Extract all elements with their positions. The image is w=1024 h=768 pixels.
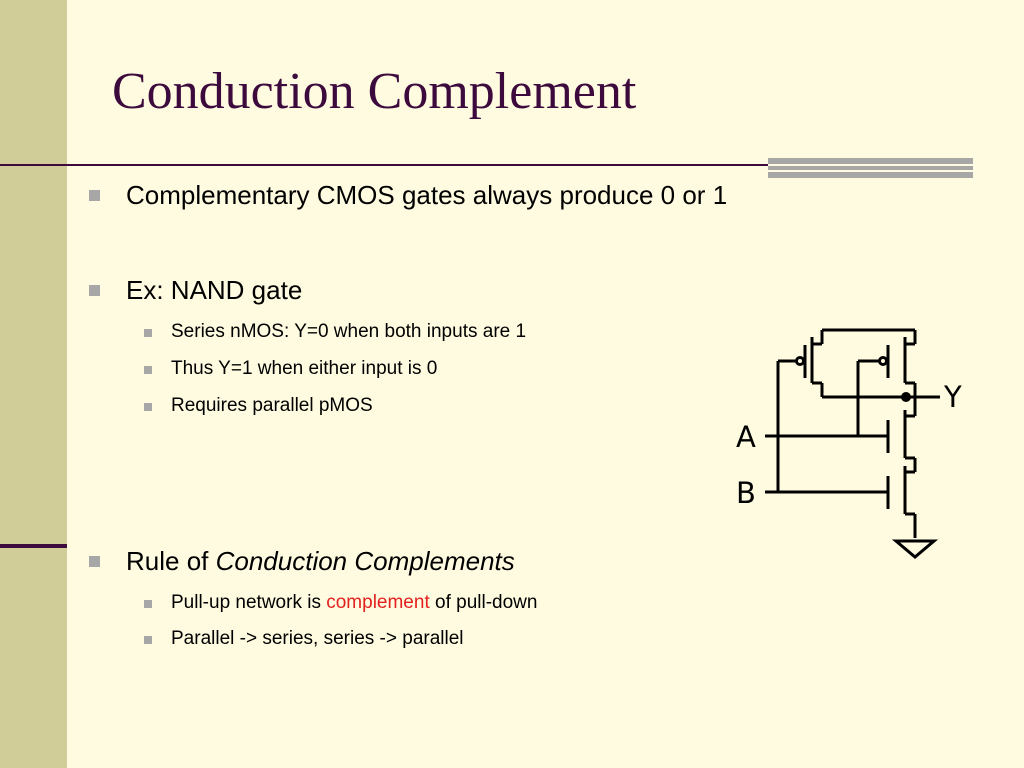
- nmos-b-transistor: [765, 466, 917, 538]
- bullet-3: Rule of Conduction Complements: [89, 546, 515, 577]
- bullet-1-text: Complementary CMOS gates always produce …: [126, 180, 728, 210]
- sub-bullet-2-3-text: Requires parallel pMOS: [171, 395, 373, 416]
- sub-bullet-marker: [144, 636, 152, 644]
- bullet-marker: [89, 285, 100, 296]
- highlight-complement: complement: [326, 592, 430, 613]
- sub-bullet-3-2-text: Parallel -> series, series -> parallel: [171, 628, 464, 649]
- left-decor-mark: [0, 544, 67, 548]
- sub-bullet-marker: [144, 366, 152, 374]
- title-rule: [0, 164, 768, 166]
- sub-bullet-2-1: Series nMOS: Y=0 when both inputs are 1: [144, 321, 527, 343]
- nand-gate-schematic: Y A B: [736, 328, 962, 559]
- bullet-marker: [89, 556, 100, 567]
- input-label-b: B: [736, 476, 756, 510]
- left-decor-band: [0, 0, 67, 768]
- pmos-b-transistor: [778, 330, 824, 397]
- sub-bullet-marker: [144, 403, 152, 411]
- sub-bullet-2-3: Requires parallel pMOS: [144, 395, 373, 417]
- output-label-y: Y: [943, 380, 962, 414]
- sub-bullet-3-1-before: Pull-up network is: [171, 592, 327, 613]
- bullet-2-text: Ex: NAND gate: [126, 275, 303, 305]
- bullet-2: Ex: NAND gate: [89, 275, 303, 306]
- bullet-3-prefix: Rule of: [126, 546, 216, 576]
- sub-bullet-marker: [144, 329, 152, 337]
- nmos-a-transistor: [765, 397, 917, 472]
- sub-bullet-3-1-after: of pull-down: [429, 592, 538, 613]
- slide-title: Conduction Complement: [112, 63, 637, 120]
- pmos-a-transistor: [858, 330, 917, 397]
- sub-bullet-2-2: Thus Y=1 when either input is 0: [144, 358, 438, 380]
- bullet-3-italic: Conduction Complements: [215, 546, 515, 576]
- sub-bullet-3-1: Pull-up network is complement of pull-do…: [144, 592, 538, 614]
- bullet-1: Complementary CMOS gates always produce …: [89, 180, 728, 211]
- input-label-a: A: [736, 420, 756, 454]
- ground-symbol: [891, 539, 939, 559]
- sub-bullet-2-2-text: Thus Y=1 when either input is 0: [171, 358, 438, 379]
- sub-bullet-marker: [144, 600, 152, 608]
- bullet-marker: [89, 190, 100, 201]
- corner-decor-bars: [768, 158, 973, 180]
- sub-bullet-2-1-text: Series nMOS: Y=0 when both inputs are 1: [171, 321, 527, 342]
- output-node-dot: [901, 392, 911, 402]
- sub-bullet-3-2: Parallel -> series, series -> parallel: [144, 628, 464, 650]
